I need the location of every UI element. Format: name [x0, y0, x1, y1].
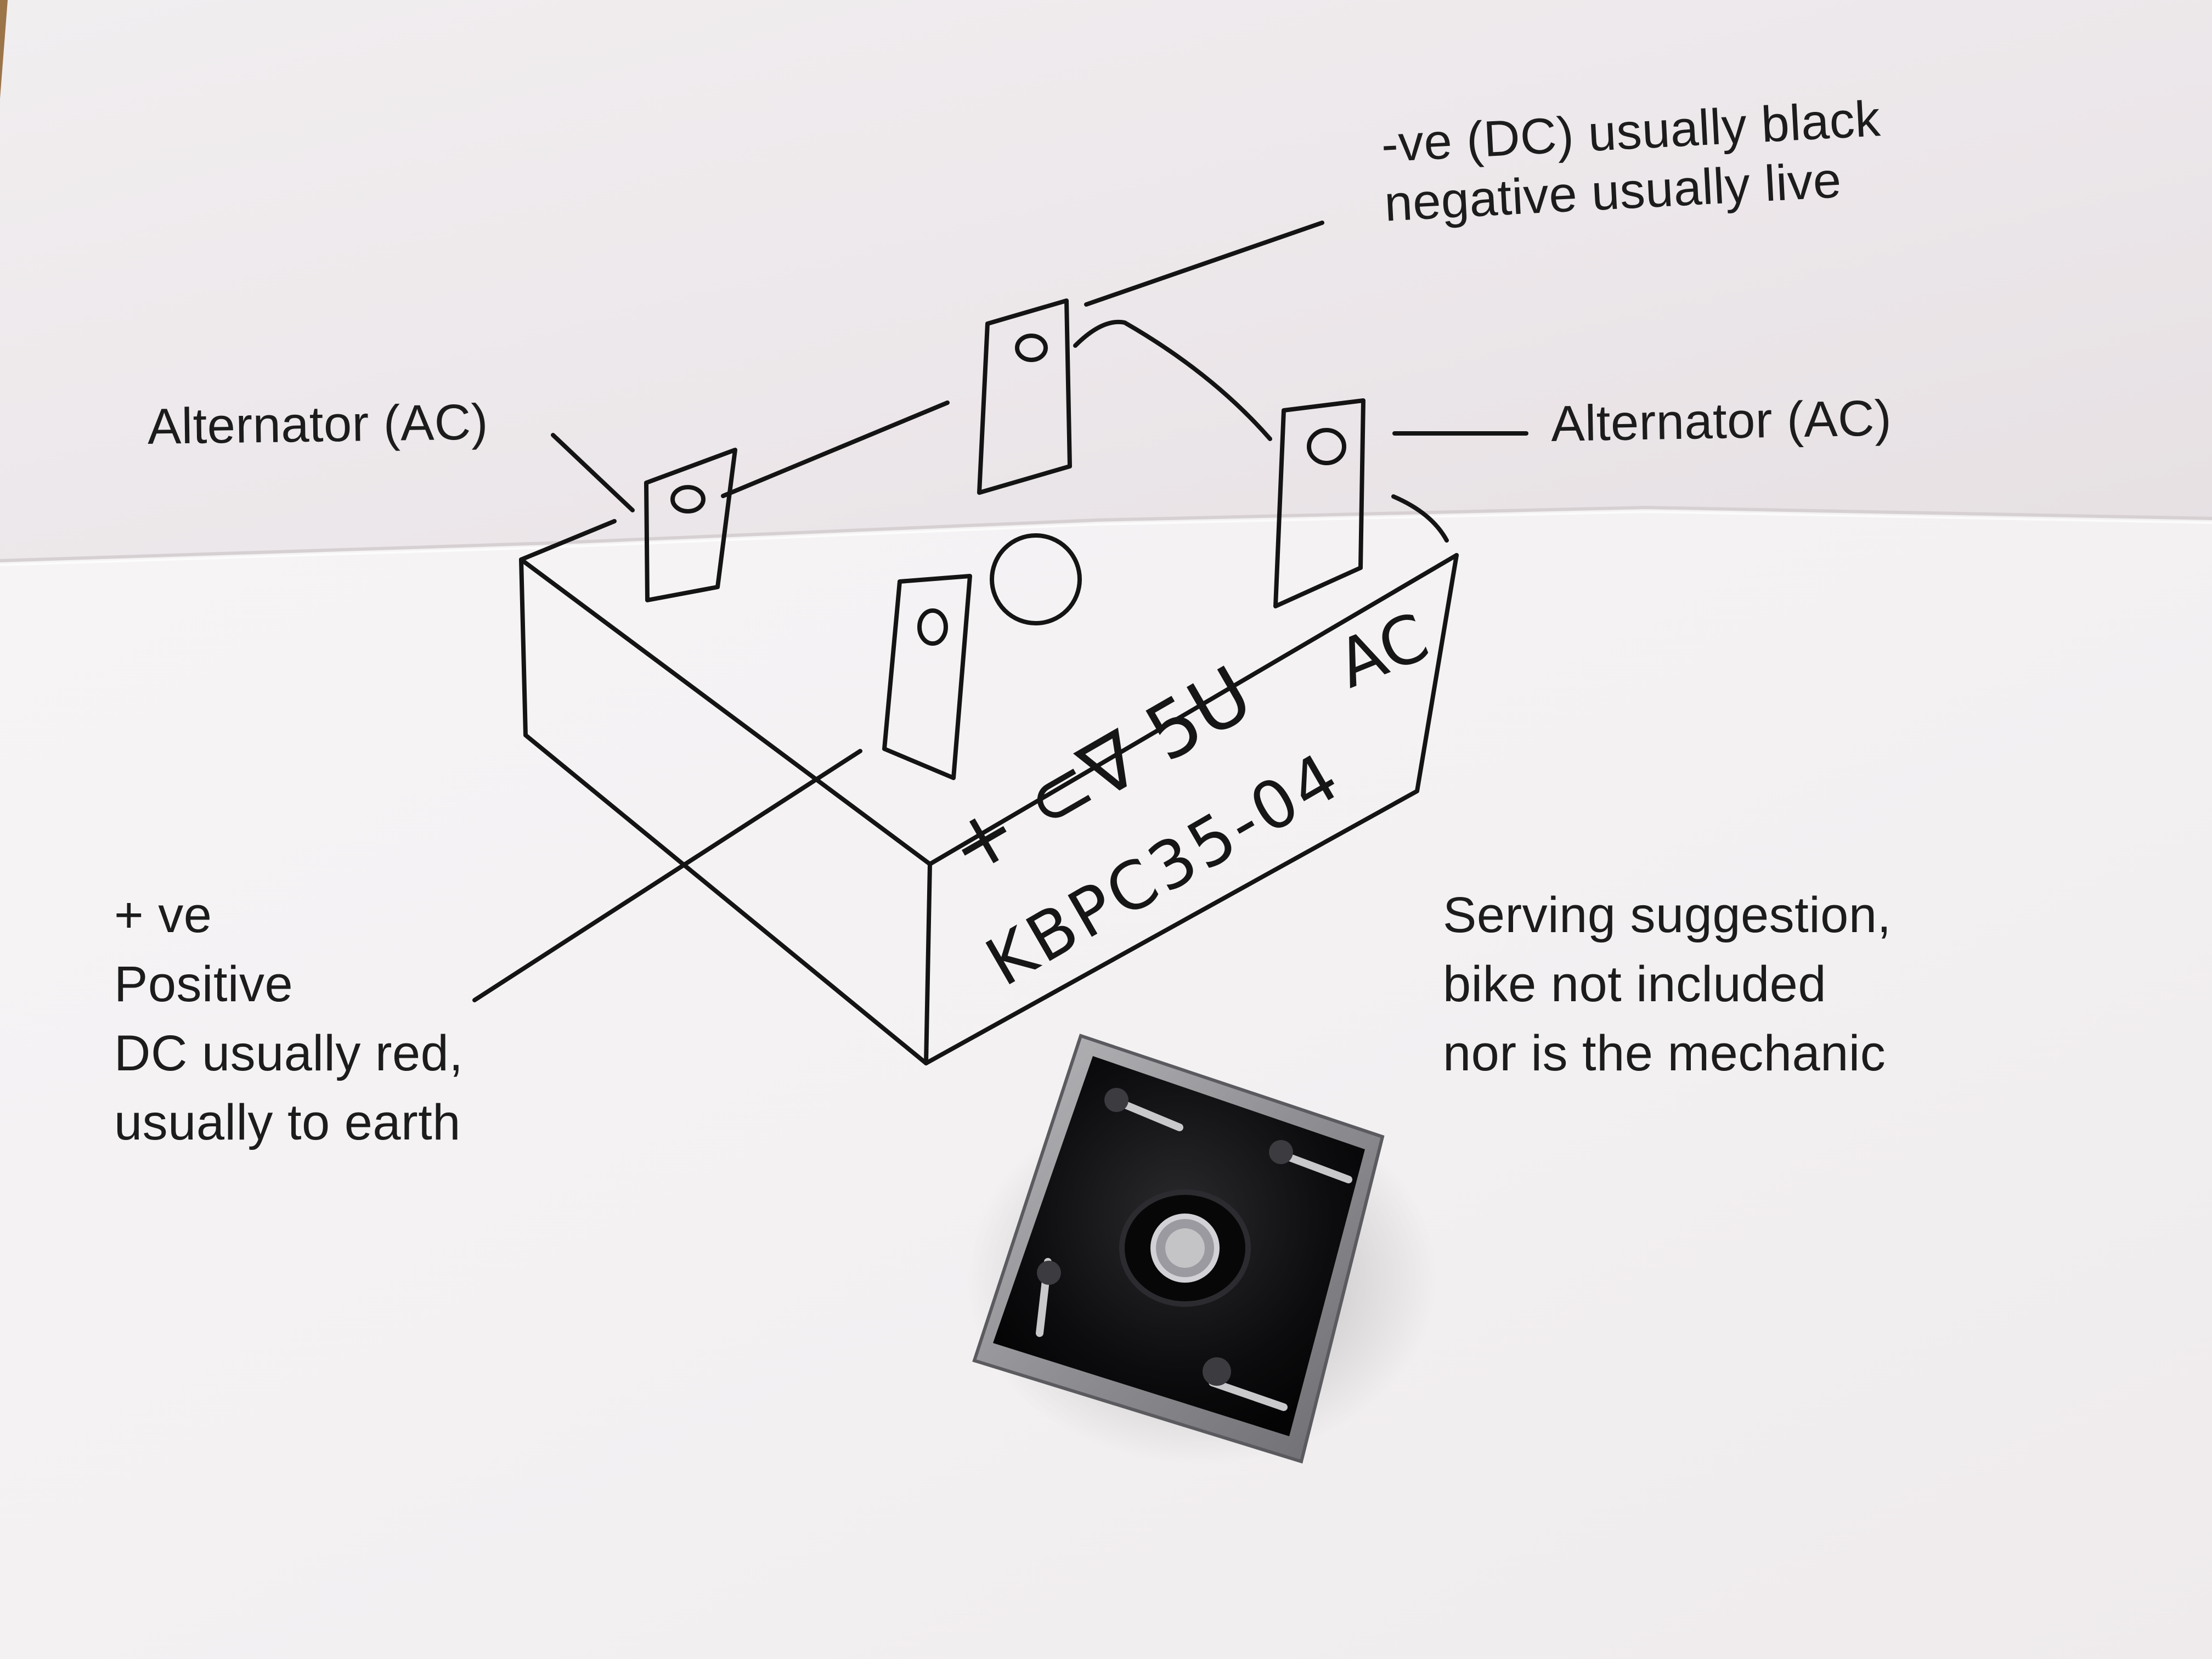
serving-suggestion-label: Serving suggestion, bike not included no… [1443, 881, 1892, 1088]
serving-label-line-1: Serving suggestion, [1443, 887, 1892, 943]
alternator-left-label: Alternator (AC) [147, 387, 489, 461]
bridge-rectifier-component [966, 1034, 1437, 1465]
paper-fold-crease [0, 505, 2212, 562]
paper-top-half [0, 0, 2212, 561]
positive-label-line-2: Positive [114, 956, 294, 1012]
alternator-right-text: Alternator (AC) [1550, 390, 1892, 452]
alternator-left-text: Alternator (AC) [147, 394, 489, 455]
alternator-right-label: Alternator (AC) [1550, 383, 1892, 459]
positive-terminal-label: + ve Positive DC usually red, usually to… [114, 881, 463, 1157]
positive-label-line-4: usually to earth [114, 1094, 461, 1150]
serving-label-line-2: bike not included [1443, 956, 1826, 1012]
serving-label-line-3: nor is the mechanic [1443, 1025, 1886, 1081]
positive-label-line-3: DC usually red, [114, 1025, 464, 1081]
rectifier-sketch [472, 221, 1528, 1065]
positive-label-line-1: + ve [114, 887, 212, 943]
